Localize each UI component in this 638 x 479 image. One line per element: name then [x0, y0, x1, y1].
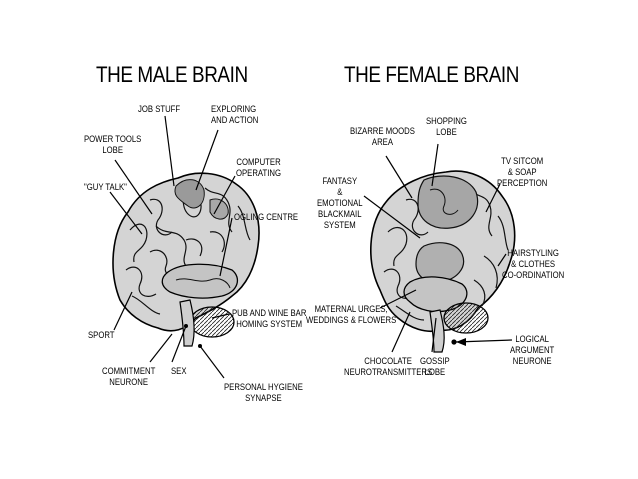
label-bizarre: BIZARRE MOODS AREA — [350, 126, 415, 147]
label-job-stuff: JOB STUFF — [138, 104, 181, 114]
label-fantasy: FANTASY & EMOTIONAL BLACKMAIL SYSTEM — [317, 176, 363, 230]
label-chocolate: CHOCOLATE NEUROTRANSMITTERS — [344, 356, 433, 377]
male-pointers — [109, 115, 236, 379]
female-title: THE FEMALE BRAIN — [344, 62, 519, 87]
female-gyri — [383, 189, 509, 321]
female-brain — [363, 143, 516, 353]
label-tv-sitcom: TV SITCOM & SOAP PERCEPTION — [497, 156, 548, 188]
label-hygiene: PERSONAL HYGIENE SYNAPSE — [224, 382, 303, 403]
label-computer: COMPUTER OPERATING — [236, 157, 282, 178]
male-gyri — [125, 185, 251, 315]
label-exploring: EXPLORING AND ACTION — [211, 104, 259, 125]
female-pointers — [363, 143, 513, 353]
label-maternal: MATERNAL URGES, WEDDINGS & FLOWERS — [306, 304, 397, 325]
label-gossip: GOSSIP LOBE — [420, 356, 450, 377]
male-brain — [109, 115, 260, 379]
label-ogling: OGLING CENTRE — [234, 212, 299, 222]
label-power-tools: POWER TOOLS LOBE — [84, 134, 142, 155]
male-title: THE MALE BRAIN — [96, 62, 248, 87]
label-guy-talk: "GUY TALK" — [84, 182, 127, 192]
label-sport: SPORT — [88, 330, 115, 340]
label-commitment: COMMITMENT NEURONE — [102, 366, 156, 387]
male-dots — [184, 324, 202, 348]
label-pub: PUB AND WINE BAR HOMING SYSTEM — [232, 308, 307, 329]
label-logical: LOGICAL ARGUMENT NEURONE — [510, 334, 555, 366]
label-hairstyling: HAIRSTYLING & CLOTHES CO-ORDINATION — [502, 248, 565, 280]
label-sex: SEX — [171, 366, 187, 376]
label-shopping: SHOPPING LOBE — [426, 116, 467, 137]
